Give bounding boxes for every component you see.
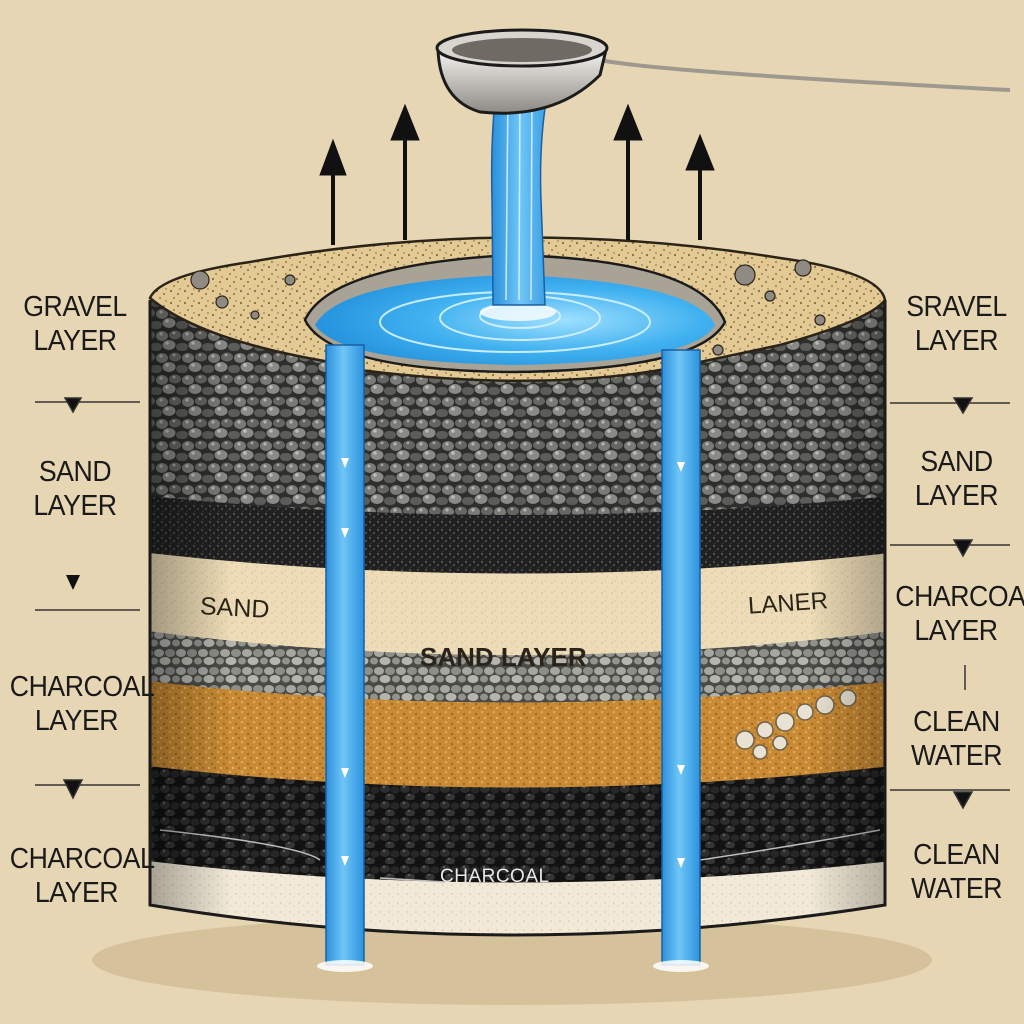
left-label-sand: SAND LAYER — [15, 455, 135, 523]
water-column-right — [662, 350, 700, 965]
water-column-left — [326, 345, 364, 965]
down-arrow-icon — [954, 540, 972, 556]
inner-label-sand-right: LANER — [747, 587, 829, 621]
inner-label-charcoal: CHARCOAL — [440, 866, 550, 888]
right-label-charcoal: CHARCOAL LAYER — [895, 580, 1016, 648]
right-label-clean-water-2: CLEAN WATER — [899, 838, 1014, 906]
up-arrow-icon — [320, 140, 346, 245]
up-arrow-icon — [391, 105, 419, 240]
left-label-gravel: GRAVEL LAYER — [15, 290, 135, 358]
left-label-charcoal-1: CHARCOAL LAYER — [10, 670, 143, 738]
down-arrow-icon — [65, 398, 81, 412]
pouring-bowl — [437, 30, 1010, 113]
up-arrow-icon — [614, 105, 642, 240]
down-arrow-icon — [66, 575, 80, 590]
right-label-gravel: SRAVEL LAYER — [899, 290, 1014, 358]
right-label-clean-water-1: CLEAN WATER — [899, 705, 1014, 773]
down-arrow-icon — [64, 780, 82, 798]
down-arrow-icon — [954, 398, 972, 413]
left-label-charcoal-2: CHARCOAL LAYER — [10, 842, 143, 910]
inner-label-sand-center: SAND LAYER — [420, 642, 587, 673]
down-arrow-icon — [954, 792, 972, 808]
inner-label-sand-left: SAND — [199, 592, 270, 625]
up-arrow-icon — [686, 135, 714, 240]
right-label-sand: SAND LAYER — [899, 445, 1014, 513]
